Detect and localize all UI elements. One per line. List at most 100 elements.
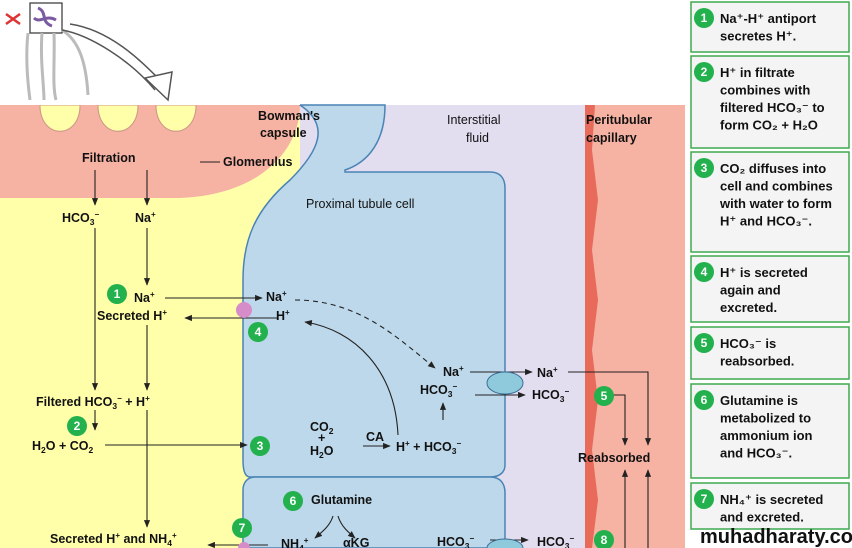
step-panel-box — [690, 255, 850, 323]
peritubular-capillary-label-2: capillary — [586, 131, 637, 145]
step-text-line: again and — [720, 283, 781, 298]
cell-na-label: Na+ — [266, 289, 287, 304]
interstitial-fluid-label: Interstitial — [447, 113, 501, 127]
step-panel-3: 3 CO₂ diffuses into cell and combines with … — [690, 151, 850, 253]
step-text-line: secretes H⁺. — [720, 29, 796, 44]
capillary-wall — [585, 105, 598, 548]
step-badge — [694, 489, 714, 509]
apical-transporter-lower — [238, 542, 250, 548]
step-text-line: reabsorbed. — [720, 354, 794, 369]
diagram-badge-5: 5 — [594, 386, 614, 406]
blood-na-label: Na+ — [537, 365, 558, 380]
step-text-line: HCO₃⁻ is — [720, 336, 776, 351]
blood-hco3-lower-label: HCO3− — [537, 534, 575, 548]
step-badge — [694, 62, 714, 82]
bowmans-capsule-label-2: capsule — [260, 126, 307, 140]
reabsorbed-label: Reabsorbed — [578, 451, 650, 465]
filtered-hco3-h-label: Filtered HCO3− + H+ — [36, 394, 150, 411]
step-badge-number: 3 — [701, 161, 708, 175]
step-panel-box — [690, 482, 850, 530]
step-text-line: H⁺ in filtrate — [720, 65, 795, 80]
svg-text:5: 5 — [601, 389, 608, 403]
svg-text:4: 4 — [255, 325, 262, 339]
step-badge-number: 7 — [701, 492, 708, 506]
step-panel-box — [690, 326, 850, 380]
proximal-tubule-cell-lower — [242, 476, 506, 548]
step-panel-2: 2 H⁺ in filtrate combines with filtered HCO… — [690, 55, 850, 149]
step-text-line: excreted. — [720, 300, 777, 315]
svg-text:3: 3 — [257, 439, 264, 453]
svg-text:2: 2 — [74, 419, 81, 433]
cell-h-label: H+ — [276, 308, 290, 323]
cell-hco3-lower-label: HCO3− — [437, 534, 475, 548]
step-panel-5: 5 HCO₃⁻ is reabsorbed. — [690, 326, 850, 380]
step-text-line: filtered HCO₃⁻ to — [720, 100, 825, 115]
baso-na-label: Na+ — [443, 364, 464, 379]
step-badge — [694, 390, 714, 410]
svg-text:1: 1 — [114, 287, 121, 301]
secreted-h-label: Secreted H+ — [97, 308, 167, 323]
glomerulus-label: Glomerulus — [223, 155, 293, 169]
lumen-na-label: Na+ — [134, 290, 155, 305]
step-badge-number: 4 — [701, 265, 708, 279]
step-badge-number: 5 — [701, 336, 708, 350]
arrows — [91, 170, 652, 548]
step-text-line: cell and combines — [720, 179, 833, 194]
step-badge — [694, 333, 714, 353]
step-text-line: metabolized to — [720, 411, 811, 426]
step-text-line: combines with — [720, 83, 810, 98]
diagram-badge-3: 3 — [250, 436, 270, 456]
diagram-badge-7: 7 — [232, 518, 252, 538]
watermark: muhadharaty.com — [700, 526, 852, 548]
blood-hco3-label: HCO3− — [532, 387, 570, 404]
step-text-line: CO₂ diffuses into — [720, 161, 826, 176]
cell-h-hco3-label: H+ + HCO3− — [396, 439, 461, 456]
step-panel-box — [690, 55, 850, 149]
step-panel-box — [690, 151, 850, 253]
basolateral-transporter-lower — [486, 538, 524, 548]
step-text-line: and HCO₃⁻. — [720, 446, 792, 461]
step-text-line: with water to form — [719, 196, 832, 211]
step-text-line: NH₄⁺ is secreted — [720, 492, 823, 507]
filtrate-hco3-label: HCO3− — [62, 210, 100, 227]
secreted-h-nh4-label: Secreted H+ and NH4+ — [50, 531, 177, 548]
step-text-line: ammonium ion — [720, 428, 813, 443]
na-h-antiporter — [236, 302, 252, 318]
diagram-badge-2: 2 — [67, 416, 87, 436]
step-text-line: H⁺ and HCO₃⁻. — [720, 214, 812, 229]
bowmans-capsule-label: Bowman's — [258, 109, 320, 123]
step-text-line: Na⁺-H⁺ antiport — [720, 11, 817, 26]
kidney-thumbnail — [0, 0, 300, 105]
step-text-line: Glutamine is — [720, 393, 798, 408]
step-badge — [694, 262, 714, 282]
glutamine-label: Glutamine — [311, 493, 372, 507]
steps-panel: 1 Na⁺-H⁺ antiport secretes H⁺. 2 H⁺ in filtr… — [690, 1, 850, 530]
diagram-badge-4: 4 — [248, 322, 268, 342]
step-badge-number: 1 — [701, 11, 708, 25]
alpha-kg-label: αKG — [343, 536, 369, 548]
step-text-line: H⁺ is secreted — [720, 265, 808, 280]
peritubular-capillary-region — [585, 105, 685, 548]
filtrate-na-label: Na+ — [135, 210, 156, 225]
step-panel-1: 1 Na⁺-H⁺ antiport secretes H⁺. — [690, 1, 850, 53]
basolateral-transporter — [486, 371, 524, 395]
svg-text:8: 8 — [601, 533, 608, 547]
svg-text:7: 7 — [239, 521, 246, 535]
cell-co2-label: CO2 — [310, 420, 334, 436]
filtration-label: Filtration — [82, 151, 135, 165]
step-badge-number: 2 — [701, 65, 708, 79]
interstitial-fluid-label-2: fluid — [466, 131, 489, 145]
step-text-line: and excreted. — [720, 510, 804, 525]
cell-h2o-label: H2O — [310, 444, 334, 460]
diagram-badge-8: 8 — [594, 530, 614, 548]
step-badge — [694, 158, 714, 178]
step-panel-box — [690, 383, 850, 479]
proximal-tubule-cell-label: Proximal tubule cell — [306, 197, 414, 211]
glomerulus-shape — [0, 105, 300, 198]
peritubular-capillary-label: Peritubular — [586, 113, 652, 127]
diagram-badge-1: 1 — [107, 284, 127, 304]
step-badge-number: 6 — [701, 393, 708, 407]
diagram-badge-6: 6 — [283, 491, 303, 511]
carbonic-anhydrase-label: CA — [366, 430, 384, 444]
